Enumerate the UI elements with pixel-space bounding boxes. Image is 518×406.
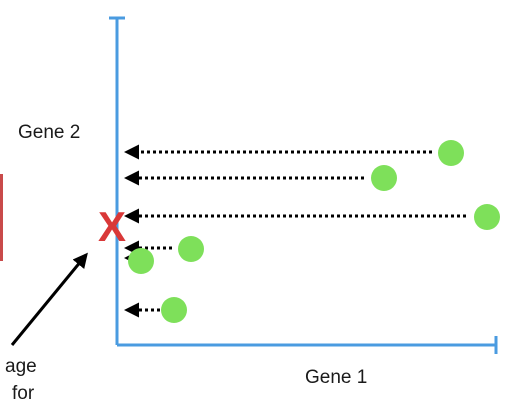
data-point	[128, 248, 154, 274]
annotation-text-line1: age	[5, 356, 37, 377]
data-point	[178, 236, 204, 262]
data-point	[438, 140, 464, 166]
x-axis-label: Gene 1	[305, 367, 368, 388]
left-side-bar	[0, 174, 3, 261]
average-x-marker: X	[98, 203, 127, 250]
projection-arrows	[124, 144, 466, 318]
data-point	[161, 297, 187, 323]
data-point	[474, 204, 500, 230]
data-points	[128, 140, 500, 323]
axes	[109, 16, 498, 354]
annotation-text-line2: for	[12, 383, 35, 404]
data-point	[371, 165, 397, 191]
annotation-arrow	[10, 252, 88, 346]
y-axis-label: Gene 2	[18, 122, 81, 143]
